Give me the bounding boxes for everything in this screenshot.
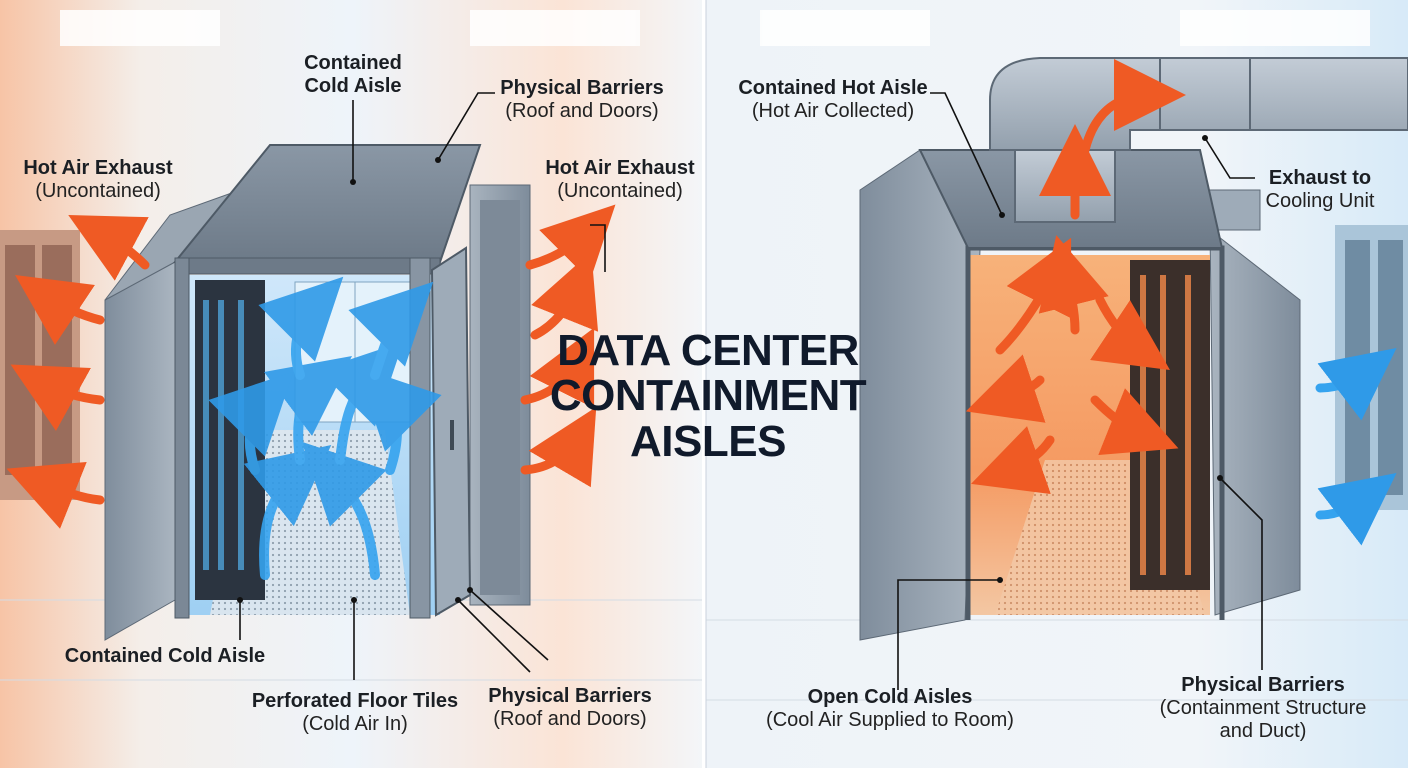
hot-aisle-interior: [970, 255, 1210, 615]
label-sub: (Uncontained): [35, 180, 161, 202]
right-rack-row: [469, 184, 531, 606]
label-exhaust-to-cooling-unit: Exhaust to Cooling Unit: [1255, 167, 1385, 213]
label-bold: Physical Barriers: [1181, 674, 1345, 696]
diagram-title: DATA CENTER CONTAINMENT AISLES: [548, 328, 868, 464]
label-open-cold-aisles: Open Cold Aisles (Cool Air Supplied to R…: [760, 686, 1020, 732]
label-sub: (Hot Air Collected): [751, 100, 915, 122]
label-hot-air-exhaust-left: Hot Air Exhaust (Uncontained): [18, 157, 178, 203]
cold-aisle-door: [430, 246, 472, 617]
ceiling-lights: [60, 10, 1370, 46]
cold-air-arrows: [208, 276, 442, 580]
label-bold: Open Cold Aisles: [807, 686, 973, 708]
cold-aisle-roof: [172, 144, 482, 619]
label-bold: Exhaust to: [1268, 167, 1372, 189]
label-bold: Hot Air Exhaust: [545, 157, 695, 179]
label-bold: Hot Air Exhaust: [23, 157, 173, 179]
label-physical-barriers-right: Physical Barriers (Containment Structure…: [1148, 674, 1378, 743]
open-cold-aisle-arrows: [1315, 348, 1397, 546]
title-line-2: CONTAINMENT: [549, 371, 867, 421]
label-sub: (Uncontained): [557, 180, 683, 202]
label-bold: Contained Hot Aisle: [738, 77, 928, 99]
label-sub: and Duct): [1219, 720, 1307, 742]
hot-air-arrows-right: [965, 59, 1186, 495]
title-line-1: DATA CENTER: [557, 326, 859, 375]
label-sub: Cooling Unit: [1265, 190, 1375, 212]
label-sub: (Roof and Doors): [493, 708, 647, 730]
label-sub: (Cold Air In): [302, 713, 408, 735]
label-perforated-floor-tiles: Perforated Floor Tiles (Cold Air In): [240, 690, 470, 736]
hot-air-arrows-left: [6, 204, 616, 529]
label-contained-cold-aisle-bottom: Contained Cold Aisle: [50, 645, 280, 668]
label-bold: Contained Cold Aisle: [64, 645, 266, 667]
label-physical-barriers-bottom: Physical Barriers (Roof and Doors): [480, 685, 660, 731]
label-text: Contained: [304, 52, 402, 74]
label-bold: Physical Barriers: [488, 685, 652, 707]
label-contained-cold-aisle-top: Contained Cold Aisle: [293, 52, 413, 98]
label-contained-hot-aisle: Contained Hot Aisle (Hot Air Collected): [733, 77, 933, 123]
title-line-3: AISLES: [630, 416, 786, 466]
label-sub: (Roof and Doors): [505, 100, 659, 122]
panel-divider: [702, 0, 706, 768]
label-text: Cold Aisle: [304, 75, 402, 97]
label-sub: (Containment Structure: [1159, 697, 1367, 719]
label-hot-air-exhaust-right: Hot Air Exhaust (Uncontained): [540, 157, 700, 203]
label-physical-barriers-top: Physical Barriers (Roof and Doors): [492, 77, 672, 123]
leader-lines: [239, 92, 1263, 690]
label-sub: (Cool Air Supplied to Room): [766, 709, 1014, 731]
background-racks-left: [0, 230, 80, 500]
label-bold: Physical Barriers: [500, 77, 664, 99]
leader-dots: [237, 135, 1223, 603]
label-bold: Perforated Floor Tiles: [251, 690, 459, 712]
